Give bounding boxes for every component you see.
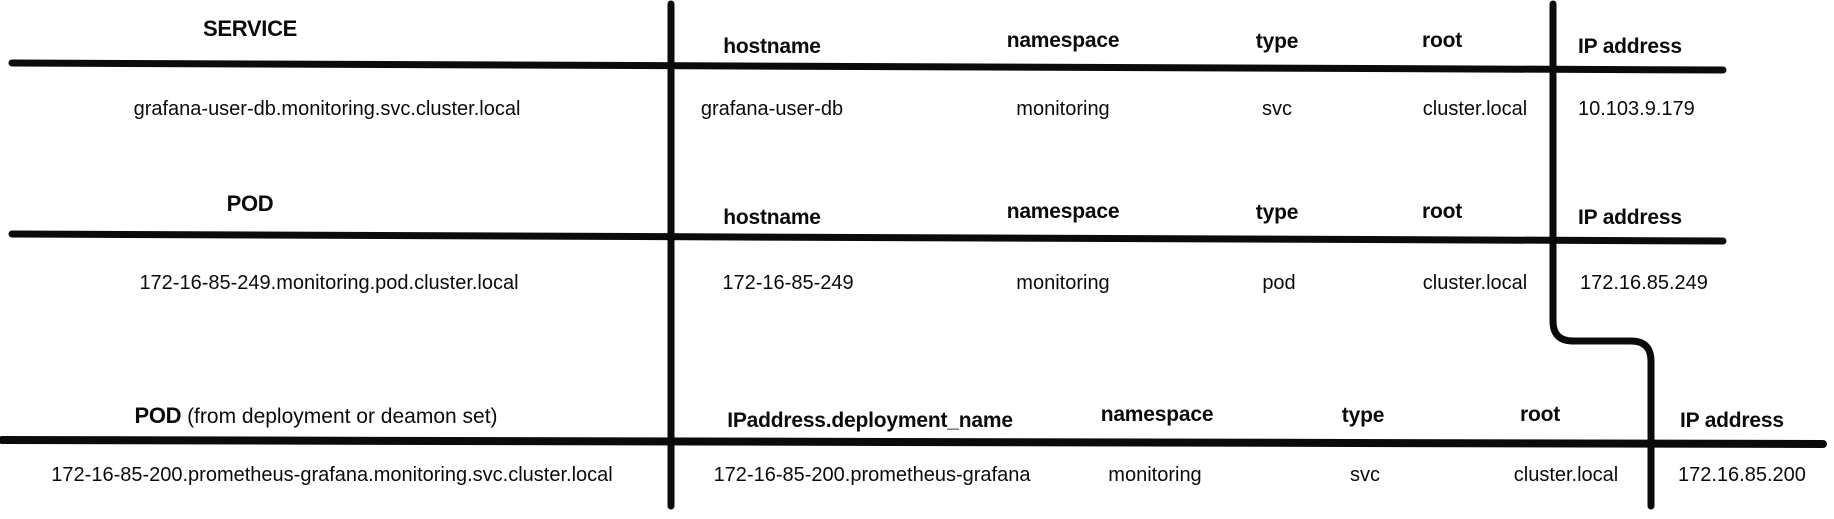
- service-section-rule: [8, 59, 1727, 74]
- pod-header-namespace: namespace: [1006, 200, 1120, 223]
- service-cell-ip-address: 10.103.9.179: [1578, 98, 1695, 120]
- pod-deployment-header-namespace: namespace: [1100, 403, 1214, 426]
- pod-deployment-cell-namespace: monitoring: [1108, 464, 1202, 486]
- pod-deployment-cell-full-name: 172-16-85-200.prometheus-grafana.monitor…: [51, 464, 613, 486]
- service-cell-hostname: grafana-user-db: [700, 98, 844, 120]
- pod-deployment-cell-hostname: 172-16-85-200.prometheus-grafana: [713, 464, 1031, 486]
- pod-deployment-cell-ip-address: 172.16.85.200: [1678, 464, 1806, 486]
- pod-cell-hostname: 172-16-85-249: [722, 272, 854, 294]
- pod-deployment-cell-root: cluster.local: [1513, 464, 1619, 486]
- pod-deployment-header-root: root: [1519, 403, 1561, 426]
- pod-section-rule: [8, 230, 1727, 245]
- service-header-type: type: [1255, 30, 1299, 53]
- service-cell-full-name: grafana-user-db.monitoring.svc.cluster.l…: [133, 98, 521, 120]
- pod-deployment-header-ip-address: IP address: [1680, 409, 1784, 432]
- service-cell-root: cluster.local: [1422, 98, 1528, 120]
- section-pod-deployment-title-text: POD: [134, 403, 182, 428]
- pod-cell-root: cluster.local: [1422, 272, 1528, 294]
- service-cell-namespace: monitoring: [1016, 98, 1110, 120]
- pod-cell-type: pod: [1262, 272, 1296, 294]
- section-pod-deployment-title: POD (from deployment or deamon set): [134, 403, 497, 429]
- pod-header-ip-address: IP address: [1578, 206, 1682, 229]
- pod-header-type: type: [1255, 201, 1299, 224]
- section-pod-title: POD: [227, 191, 274, 217]
- service-header-namespace: namespace: [1006, 29, 1120, 52]
- service-header-root: root: [1421, 29, 1463, 52]
- section-service-title-text: SERVICE: [202, 16, 298, 41]
- section-pod-deployment-title-note: (from deployment or deamon set): [181, 405, 498, 428]
- section-pod-title-text: POD: [226, 191, 274, 216]
- pod-cell-ip-address: 172.16.85.249: [1580, 272, 1708, 294]
- service-header-ip-address: IP address: [1578, 35, 1682, 58]
- pod-cell-namespace: monitoring: [1016, 272, 1110, 294]
- pod-deployment-header-deployment-name: IPaddress.deployment_name: [727, 409, 1013, 432]
- pod-cell-full-name: 172-16-85-249.monitoring.pod.cluster.loc…: [139, 272, 519, 294]
- pod-deployment-header-type: type: [1341, 404, 1385, 427]
- root-vs-ip-divider-line: [1549, 0, 1655, 510]
- section-service-title: SERVICE: [203, 16, 297, 42]
- service-header-hostname: hostname: [723, 35, 821, 58]
- pod-deployment-section-rule: [0, 436, 1827, 448]
- pod-header-root: root: [1421, 200, 1463, 223]
- pod-header-hostname: hostname: [723, 206, 821, 229]
- service-cell-type: svc: [1262, 98, 1292, 120]
- pod-deployment-cell-type: svc: [1350, 464, 1380, 486]
